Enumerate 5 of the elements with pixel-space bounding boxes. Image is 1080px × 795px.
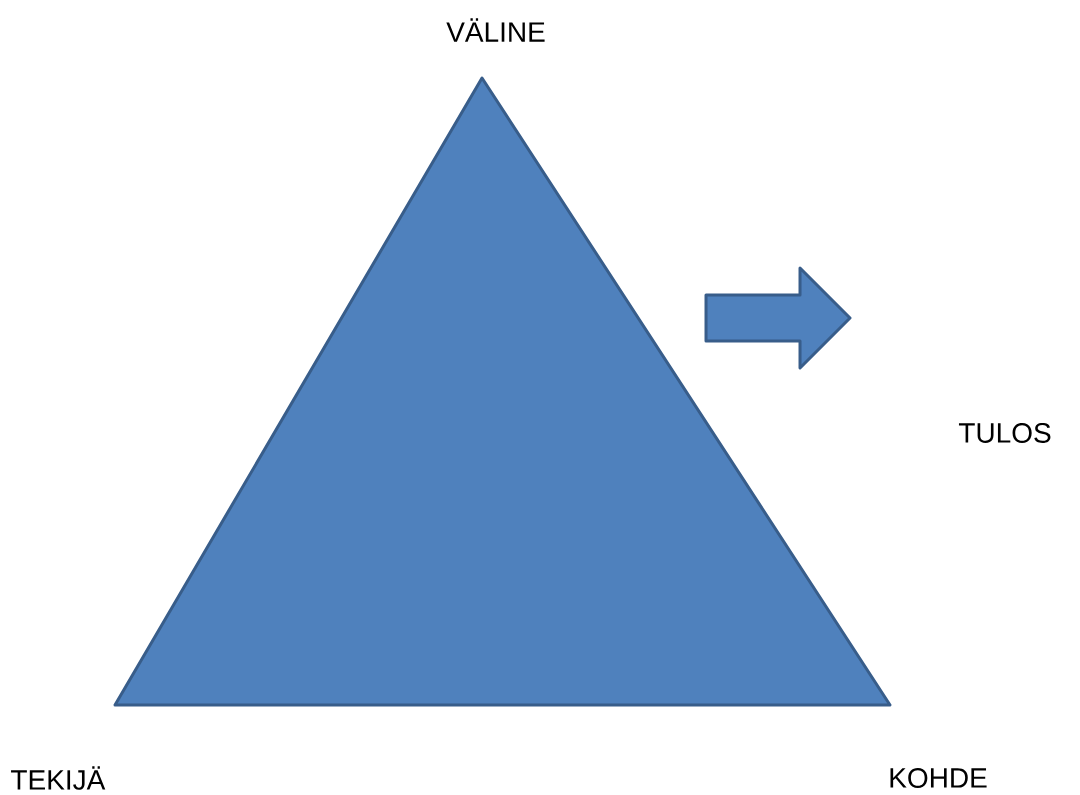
corner-label: KOHDE bbox=[890, 768, 987, 788]
triangle-shape bbox=[113, 76, 892, 707]
corner-label: VÄLINE bbox=[446, 18, 545, 42]
corner-label: TULOS bbox=[958, 423, 1051, 443]
corner-label: TEKIJÄ bbox=[11, 766, 106, 790]
